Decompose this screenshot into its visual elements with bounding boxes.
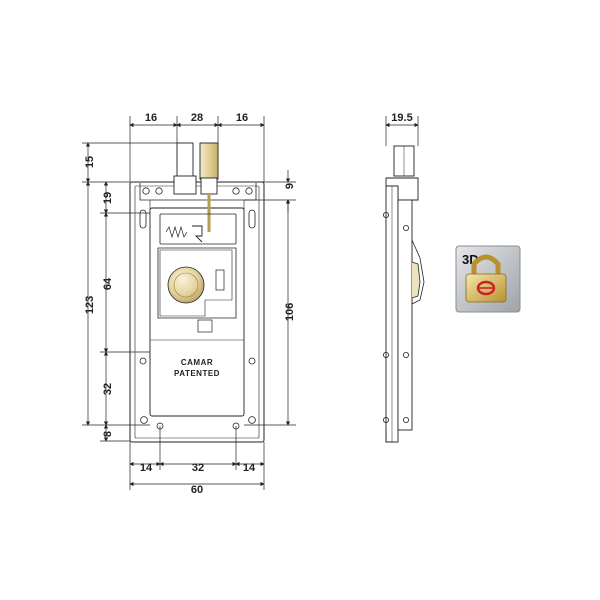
dimension-labels: 16 28 16 15 19 64 123 32 8 9 106 14 32 1… — [84, 112, 413, 496]
front-view: CAMAR PATENTED — [129, 142, 265, 443]
svg-text:123: 123 — [84, 296, 96, 314]
side-handle — [411, 261, 421, 299]
svg-text:64: 64 — [102, 277, 114, 290]
3d-badge[interactable]: 3D — [455, 245, 521, 313]
patent-label: PATENTED — [174, 369, 220, 378]
side-view — [382, 145, 425, 443]
svg-text:19.5: 19.5 — [391, 112, 412, 124]
lock-plate — [129, 181, 265, 443]
lock-body — [149, 207, 245, 417]
svg-text:106: 106 — [284, 303, 296, 321]
svg-text:32: 32 — [102, 383, 114, 395]
svg-text:8: 8 — [102, 431, 114, 437]
svg-text:19: 19 — [102, 192, 114, 204]
svg-text:16: 16 — [236, 112, 248, 124]
svg-text:28: 28 — [191, 112, 203, 124]
svg-text:60: 60 — [191, 484, 203, 496]
svg-text:14: 14 — [243, 462, 256, 474]
svg-text:16: 16 — [145, 112, 157, 124]
svg-text:32: 32 — [192, 462, 204, 474]
brand-label: CAMAR — [181, 358, 213, 367]
spring — [165, 225, 188, 239]
svg-text:15: 15 — [84, 156, 96, 168]
lock-cylinder — [167, 266, 205, 304]
svg-text:9: 9 — [284, 183, 296, 189]
dimension-lines — [82, 116, 419, 490]
svg-text:14: 14 — [140, 462, 153, 474]
bolt-brass — [199, 142, 219, 180]
padlock-icon — [465, 254, 507, 303]
mounting-screws — [139, 187, 256, 430]
